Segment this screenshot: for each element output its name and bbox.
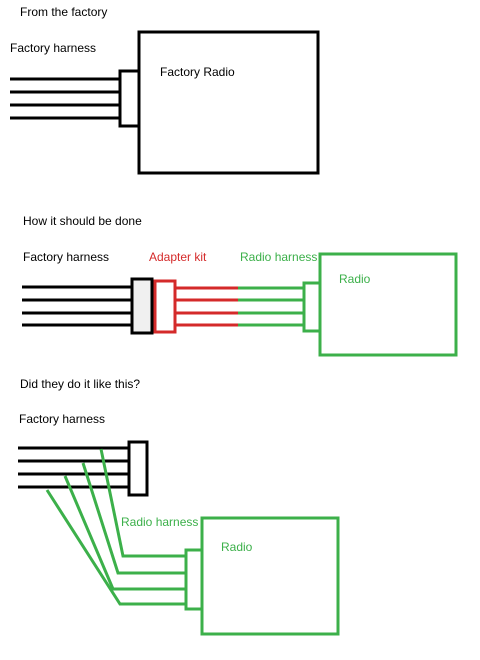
question-radio-label: Radio	[221, 540, 253, 554]
spliced-radio-harness-wires	[45, 448, 186, 606]
question-factory-connector	[127, 440, 149, 497]
factory-harness-label: Factory harness	[10, 41, 96, 55]
question-factory-wires	[18, 446, 129, 489]
factory-radio-box	[137, 30, 320, 175]
adapter-kit-connector	[153, 279, 177, 334]
question-radio-box	[200, 516, 340, 636]
factory-connector	[118, 69, 141, 128]
factory-harness-wires	[10, 77, 120, 120]
correct-radio-box	[318, 252, 458, 357]
factory-heading: From the factory	[20, 5, 107, 19]
correct-radio-connector	[302, 281, 322, 333]
correct-radio-label: Radio	[339, 272, 371, 286]
factory-radio-label: Factory Radio	[160, 65, 235, 79]
correct-factory-wires	[22, 285, 132, 327]
correct-heading: How it should be done	[23, 214, 142, 228]
question-radio-connector	[184, 548, 204, 611]
adapter-kit-wires	[175, 286, 238, 327]
question-radio-harness-label: Radio harness	[121, 515, 198, 529]
correct-harness-label: Factory harness	[23, 250, 109, 264]
question-harness-label: Factory harness	[19, 412, 105, 426]
correct-radio-harness-wires	[238, 286, 304, 327]
correct-factory-connector	[130, 277, 154, 335]
correct-radio-harness-label: Radio harness	[240, 250, 317, 264]
question-heading: Did they do it like this?	[20, 377, 140, 391]
adapter-kit-label: Adapter kit	[149, 250, 207, 264]
